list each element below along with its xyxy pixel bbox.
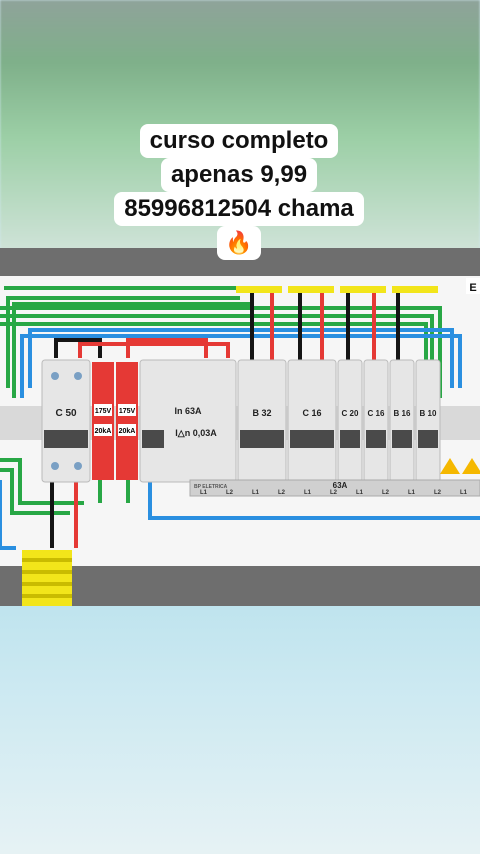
panel-drawing: C 50 175V 20kA 175V 20kA In 63A I△n 0,03…	[0, 278, 480, 606]
caption-line-3: 85996812504 chama	[114, 192, 364, 226]
surge-protector-1: 175V 20kA	[92, 362, 114, 480]
main-breaker-c50: C 50	[41, 359, 91, 483]
video-caption: curso completo apenas 9,99 85996812504 c…	[94, 124, 384, 260]
electrical-panel-diagram: C 50 175V 20kA 175V 20kA In 63A I△n 0,03…	[0, 248, 480, 606]
busbar-phase-label: L1	[304, 490, 312, 496]
top-bus-bars	[236, 286, 438, 293]
breaker-b32: B 32	[237, 359, 287, 483]
label-c20: C 20	[342, 409, 359, 418]
busbar-phase-label: L2	[434, 490, 442, 496]
idr-rating: In 63A	[174, 406, 202, 416]
breaker-c16-b: C 16	[363, 359, 389, 483]
busbar-phase-label: L1	[356, 490, 364, 496]
idr-sensitivity: I△n 0,03A	[175, 428, 217, 438]
circuit-wires	[50, 293, 400, 548]
corner-label: E	[469, 282, 476, 294]
dps2-voltage: 175V	[119, 408, 136, 415]
fire-icon: 🔥	[217, 226, 261, 260]
caption-line-1: curso completo	[139, 124, 339, 158]
busbar-phase-label: L1	[460, 490, 468, 496]
dps1-voltage: 175V	[95, 408, 112, 415]
busbar-phase-label: L2	[278, 490, 286, 496]
breaker-c20: C 20	[337, 359, 363, 483]
busbar-phase-label: L2	[330, 490, 338, 496]
busbar-phase-label: L1	[408, 490, 416, 496]
dps2-current: 20kA	[119, 428, 136, 435]
busbar-phase-labels: L1 L2 L1 L2 L1 L2 L1 L2 L1 L2 L1	[200, 490, 468, 496]
caption-line-2: apenas 9,99	[160, 158, 318, 192]
busbar-rating: 63A	[333, 481, 348, 490]
dps1-current: 20kA	[95, 428, 112, 435]
label-c16-a: C 16	[302, 408, 321, 418]
breaker-b10: B 10	[415, 359, 441, 483]
panel-frame-bottom	[0, 566, 480, 606]
label-b16: B 16	[394, 409, 411, 418]
busbar-phase-label: L1	[252, 490, 260, 496]
bottom-busbar: BP ELETRICA 63A L1 L2 L1 L2 L1 L2 L1 L2 L1 L2 L1	[189, 479, 480, 497]
busbar-phase-label: L2	[226, 490, 234, 496]
label-c16-b: C 16	[368, 409, 385, 418]
neutral-wires	[0, 328, 480, 550]
surge-protector-2: 175V 20kA	[116, 362, 138, 480]
warning-icon	[440, 458, 480, 474]
label-b32: B 32	[252, 408, 271, 418]
busbar-brand: BP ELETRICA	[194, 484, 228, 490]
breaker-b16: B 16	[389, 359, 415, 483]
video-background-bottom	[0, 606, 480, 854]
label-c50: C 50	[55, 408, 77, 419]
label-b10: B 10	[420, 409, 437, 418]
residual-current-device: In 63A I△n 0,03A	[139, 359, 237, 483]
yellow-conduit	[22, 550, 72, 606]
busbar-phase-label: L1	[200, 490, 208, 496]
breaker-c16-a: C 16	[287, 359, 337, 483]
corner-tag	[466, 278, 480, 294]
busbar-phase-label: L2	[382, 490, 390, 496]
